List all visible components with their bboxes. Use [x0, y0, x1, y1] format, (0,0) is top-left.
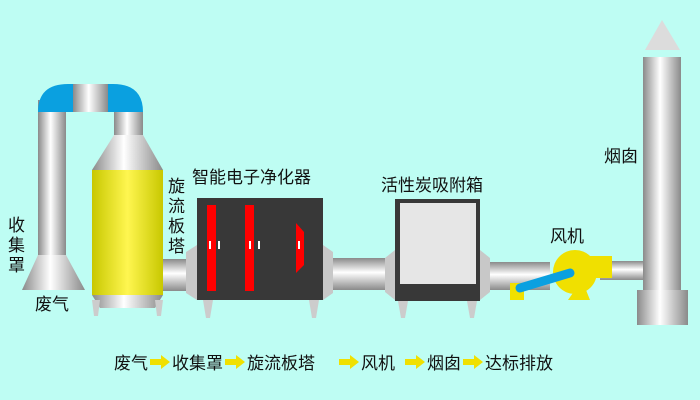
- label-fan: 风机: [550, 227, 584, 247]
- label-tower: 旋流板塔: [168, 177, 185, 257]
- label-purifier: 智能电子净化器: [192, 168, 311, 188]
- flow-step: 风机: [361, 354, 395, 374]
- pipe: [163, 259, 189, 291]
- collection-duct: [38, 84, 143, 258]
- arrow-right-icon: [150, 354, 170, 369]
- arrow-right-icon: [339, 354, 359, 369]
- arrow-right-icon: [225, 354, 245, 369]
- label-carbon: 活性炭吸附箱: [381, 176, 483, 196]
- flow-step: 收集罩: [172, 354, 223, 374]
- chimney: [637, 20, 688, 325]
- process-flow: 废气 收集罩 旋流板塔 风机 烟囱 达标排放: [114, 349, 553, 374]
- flange: [186, 245, 197, 300]
- spiral-plate-tower: [92, 135, 163, 316]
- flow-step: 烟囱: [427, 354, 461, 374]
- flow-step: 旋流板塔: [247, 354, 315, 374]
- label-chimney: 烟囱: [604, 147, 638, 167]
- electronic-purifier: [197, 198, 333, 318]
- arrow-right-icon: [405, 354, 425, 369]
- arrow-right-icon: [463, 354, 483, 369]
- flow-step: 废气: [114, 354, 148, 374]
- pipe: [333, 258, 385, 290]
- flow-step: 达标排放: [485, 354, 553, 374]
- activated-carbon-box: [385, 199, 490, 318]
- label-hood: 收集罩: [8, 216, 25, 276]
- fan: [510, 250, 645, 300]
- label-exhaust: 废气: [35, 295, 69, 315]
- collection-hood: [22, 255, 85, 290]
